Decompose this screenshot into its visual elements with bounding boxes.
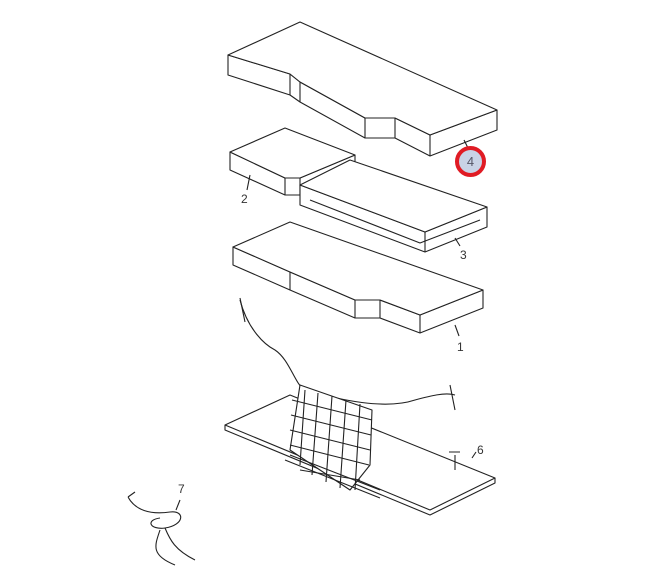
callout-4-highlighted[interactable]: 4 <box>455 146 486 177</box>
callout-2: 2 <box>241 192 248 206</box>
part-1-base-cushion[interactable] <box>232 221 484 337</box>
callout-7: 7 <box>178 482 185 496</box>
part-3-cushion[interactable] <box>299 159 488 253</box>
callout-3: 3 <box>460 248 467 262</box>
net-mesh <box>289 389 373 491</box>
part-7-wire-harness[interactable] <box>127 491 196 566</box>
callout-1: 1 <box>457 340 464 354</box>
callout-6: 6 <box>477 443 484 457</box>
part-4-top-cushion[interactable] <box>227 21 498 157</box>
part-6-frame-net[interactable] <box>224 297 496 516</box>
